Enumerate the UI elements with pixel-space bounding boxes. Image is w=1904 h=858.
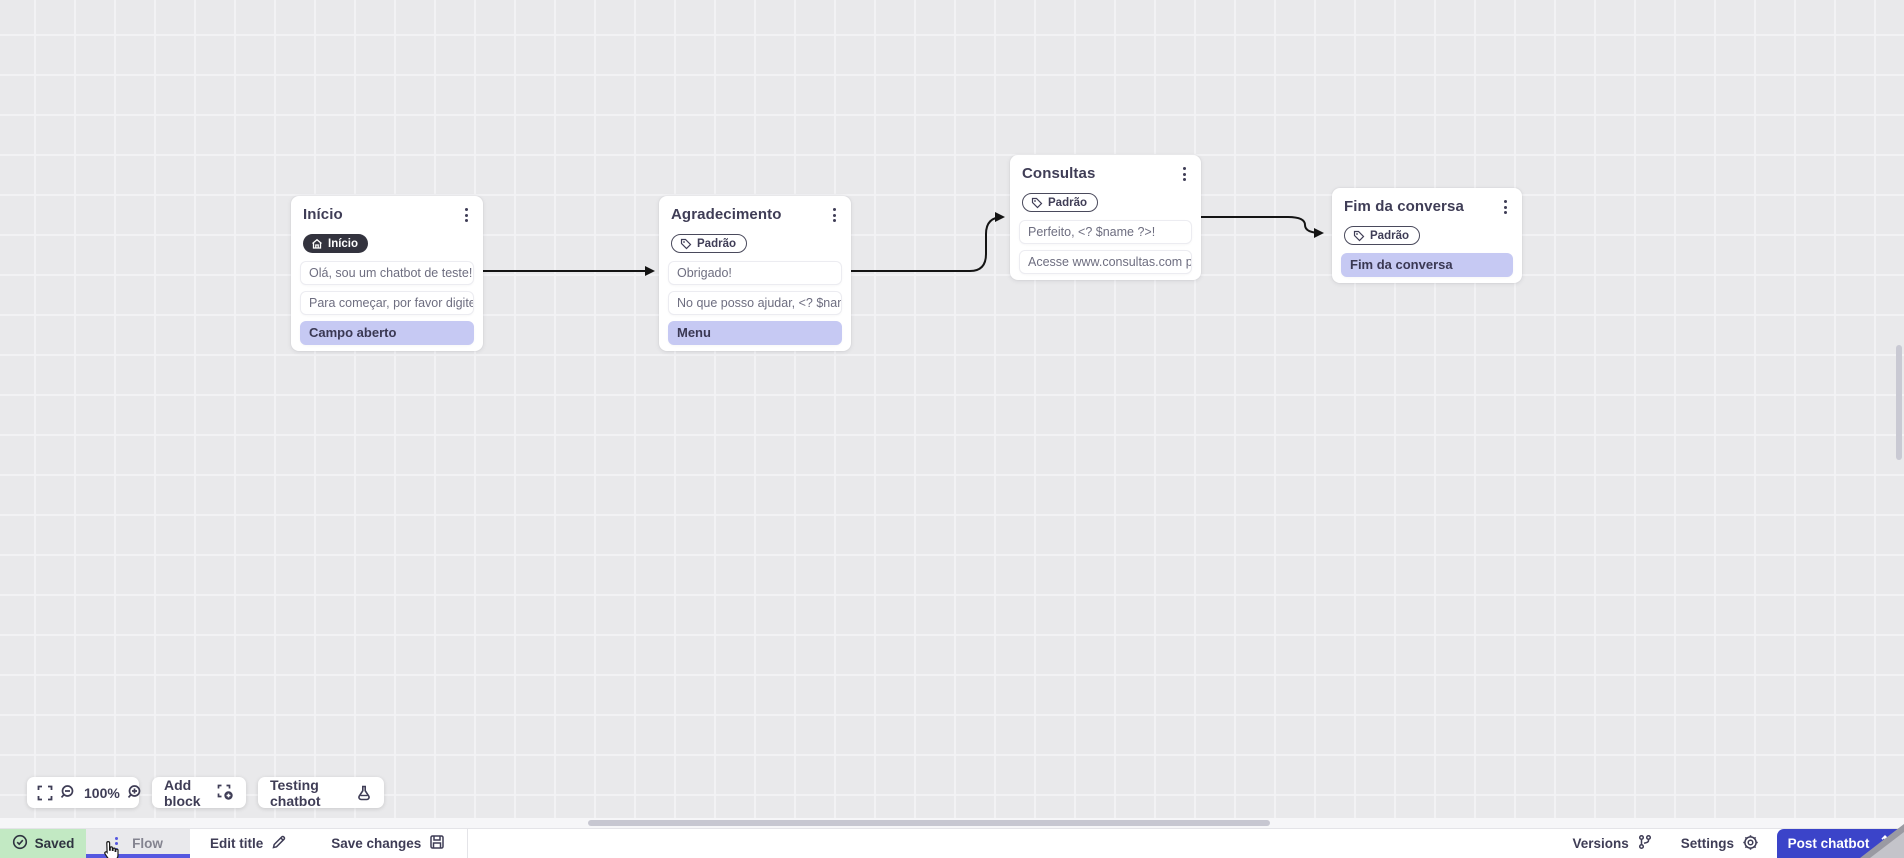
home-icon — [311, 238, 323, 250]
node-action-item[interactable]: Menu — [668, 320, 842, 345]
node-title: Início — [303, 206, 343, 223]
edge-agradecimento-to-consultas — [851, 212, 1005, 272]
check-circle-icon — [12, 834, 28, 853]
zoom-in-icon[interactable] — [127, 784, 144, 801]
versions-label: Versions — [1572, 836, 1629, 851]
tag-icon — [1353, 230, 1365, 242]
node-message-item[interactable]: Obrigado! — [668, 260, 842, 285]
node-type-badge-label: Início — [328, 237, 359, 250]
flask-icon — [356, 785, 372, 801]
edit-title-button[interactable]: Edit title — [210, 829, 287, 858]
statusbar-divider — [467, 829, 469, 858]
node-message-item[interactable]: Perfeito, <? $name ?>! — [1019, 219, 1192, 244]
node-message-item[interactable]: Acesse www.consultas.com par... — [1019, 249, 1192, 274]
post-chatbot-button[interactable]: Post chatbot — [1777, 828, 1904, 858]
post-chatbot-label: Post chatbot — [1787, 836, 1870, 851]
edge-consultas-to-fim-da-conversa — [1201, 216, 1324, 238]
node-message-item[interactable]: Olá, sou um chatbot de teste! — [300, 260, 474, 285]
horizontal-scrollbar-thumb[interactable] — [588, 820, 1270, 826]
node-type-badge: Início — [303, 234, 369, 253]
node-menu-button[interactable] — [1498, 196, 1513, 218]
node-menu-button[interactable] — [459, 204, 474, 226]
zoom-out-icon[interactable] — [60, 784, 77, 801]
edit-title-label: Edit title — [210, 836, 264, 851]
pencil-icon — [271, 834, 287, 853]
node-type-badge: Padrão — [671, 234, 747, 253]
saved-status-badge: Saved — [0, 829, 86, 858]
flow-tab-label: Flow — [132, 836, 163, 851]
git-branch-icon — [1637, 834, 1653, 853]
node-title: Fim da conversa — [1344, 198, 1464, 215]
node-message-item[interactable]: No que posso ajudar, <? $name ... — [668, 290, 842, 315]
save-changes-button[interactable]: Save changes — [331, 829, 445, 858]
zoom-toolbar: 100% — [27, 777, 141, 808]
upload-icon — [1877, 834, 1893, 853]
fullscreen-icon[interactable] — [37, 785, 53, 801]
node-type-badge: Padrão — [1344, 226, 1420, 245]
gear-icon — [1742, 834, 1759, 854]
save-changes-label: Save changes — [331, 836, 422, 851]
active-tab-indicator — [86, 854, 190, 858]
tab-flow[interactable]: Flow — [86, 829, 190, 858]
node-menu-button[interactable] — [827, 204, 842, 226]
settings-button[interactable]: Settings — [1681, 834, 1759, 854]
add-block-button[interactable]: Add block — [152, 776, 246, 809]
connections-layer — [483, 212, 1324, 276]
zoom-level: 100% — [84, 784, 120, 801]
node-type-badge-label: Padrão — [1370, 229, 1409, 242]
vertical-scrollbar-thumb[interactable] — [1896, 345, 1902, 460]
saved-label: Saved — [34, 836, 75, 851]
flow-menu-icon[interactable] — [113, 835, 120, 853]
node-type-badge: Padrão — [1022, 193, 1098, 212]
save-icon — [429, 834, 445, 853]
tag-icon — [1031, 197, 1043, 209]
add-block-label: Add block — [164, 776, 201, 809]
statusbar-right-group: Versions Settings Post chatbot — [1572, 828, 1904, 858]
node-action-item[interactable]: Campo aberto — [300, 320, 474, 345]
node-message-item[interactable]: Para começar, por favor digite o ... — [300, 290, 474, 315]
testing-chatbot-label: Testing chatbot — [270, 776, 321, 809]
status-bar: Saved Flow Edit title Save changes — [0, 828, 1904, 858]
node-title: Consultas — [1022, 165, 1096, 182]
add-block-icon — [217, 784, 234, 801]
node-type-badge-label: Padrão — [697, 237, 736, 250]
horizontal-scrollbar-track[interactable] — [0, 818, 1904, 828]
node-title: Agradecimento — [671, 206, 782, 223]
node-action-item[interactable]: Fim da conversa — [1341, 252, 1513, 277]
versions-button[interactable]: Versions — [1572, 834, 1652, 853]
node-type-badge-label: Padrão — [1048, 196, 1087, 209]
settings-label: Settings — [1680, 836, 1734, 851]
tag-icon — [680, 238, 692, 250]
node-menu-button[interactable] — [1177, 163, 1192, 185]
testing-chatbot-button[interactable]: Testing chatbot — [258, 776, 384, 809]
